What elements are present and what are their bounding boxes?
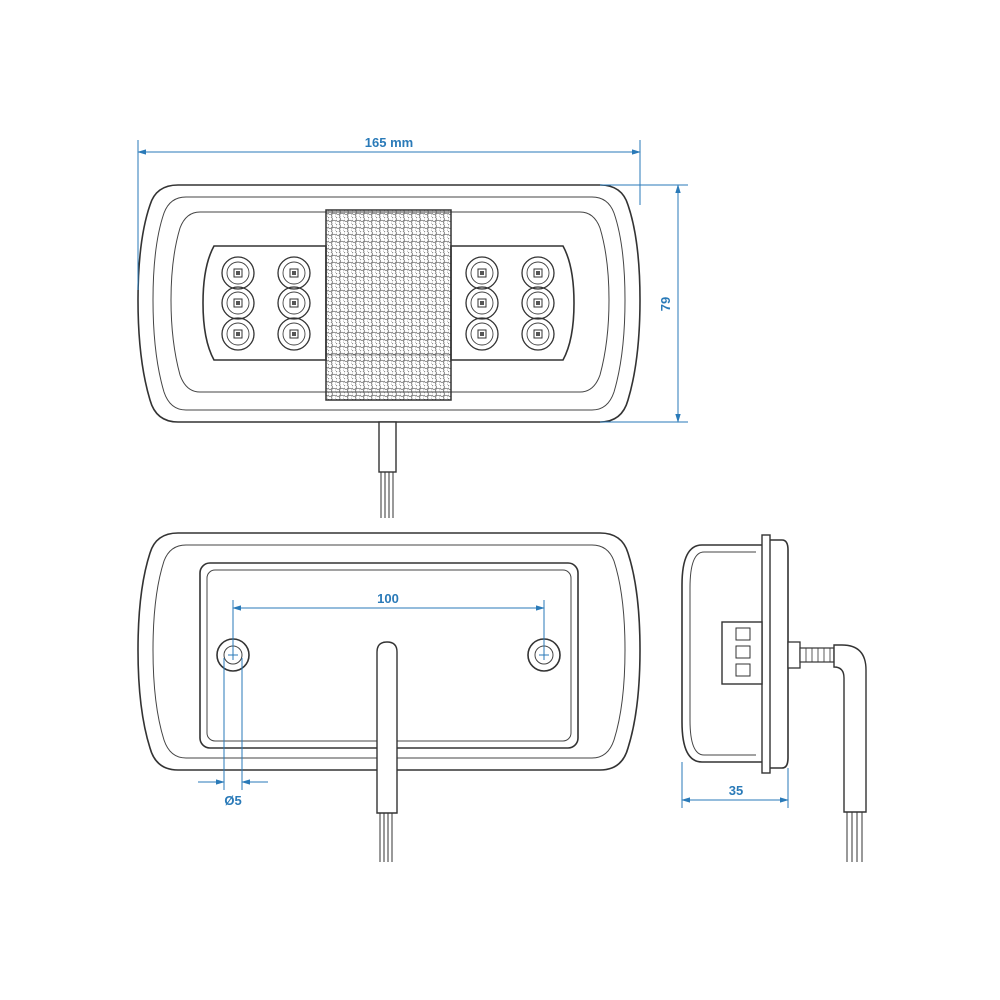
side-view (681, 534, 867, 862)
hole-spacing-dimension: 100 (228, 591, 549, 660)
back-housing-inner (152, 544, 626, 759)
reflector-panel (325, 209, 452, 401)
back-view (137, 532, 641, 862)
back-cable-sleeve (376, 641, 398, 814)
led-icon (465, 256, 499, 290)
height-label: 79 (658, 297, 673, 311)
front-lens-rim (170, 211, 610, 393)
led-icon (521, 317, 555, 351)
led-icon (277, 286, 311, 320)
led-icon (521, 256, 555, 290)
led-icon (521, 286, 555, 320)
front-cable-wires (380, 472, 394, 518)
front-view (137, 184, 641, 518)
front-housing-inner (152, 196, 626, 411)
connector-pins (735, 627, 751, 677)
side-cable-elbow (833, 644, 867, 813)
hole-spacing-label: 100 (377, 591, 399, 606)
side-flange (761, 534, 771, 774)
back-housing-outer (137, 532, 641, 771)
width-label: 165 mm (365, 135, 413, 150)
led-array (221, 256, 555, 351)
thread-lines (805, 648, 831, 662)
led-icon (465, 286, 499, 320)
led-icon (465, 317, 499, 351)
led-icon (277, 317, 311, 351)
led-cluster-right (450, 245, 575, 361)
depth-dimension: 35 (681, 762, 789, 808)
side-bolt-thread (799, 647, 835, 663)
led-icon (221, 286, 255, 320)
side-housing-inner-edge (689, 551, 756, 756)
side-housing-body (681, 544, 762, 763)
hole-diameter-label: Ø5 (224, 793, 241, 808)
led-icon (277, 256, 311, 290)
width-dimension: 165 mm (137, 135, 641, 290)
front-cable-sleeve (378, 421, 397, 473)
height-dimension: 79 (600, 184, 688, 423)
back-cable-wires (379, 813, 393, 862)
hole-diameter-dimension: Ø5 (198, 658, 268, 808)
led-cluster-left (202, 245, 327, 361)
side-base-plate (770, 539, 789, 769)
side-cable-wires (846, 812, 863, 862)
depth-label: 35 (729, 783, 743, 798)
led-icon (221, 317, 255, 351)
led-icon (221, 256, 255, 290)
side-nut (787, 641, 801, 669)
